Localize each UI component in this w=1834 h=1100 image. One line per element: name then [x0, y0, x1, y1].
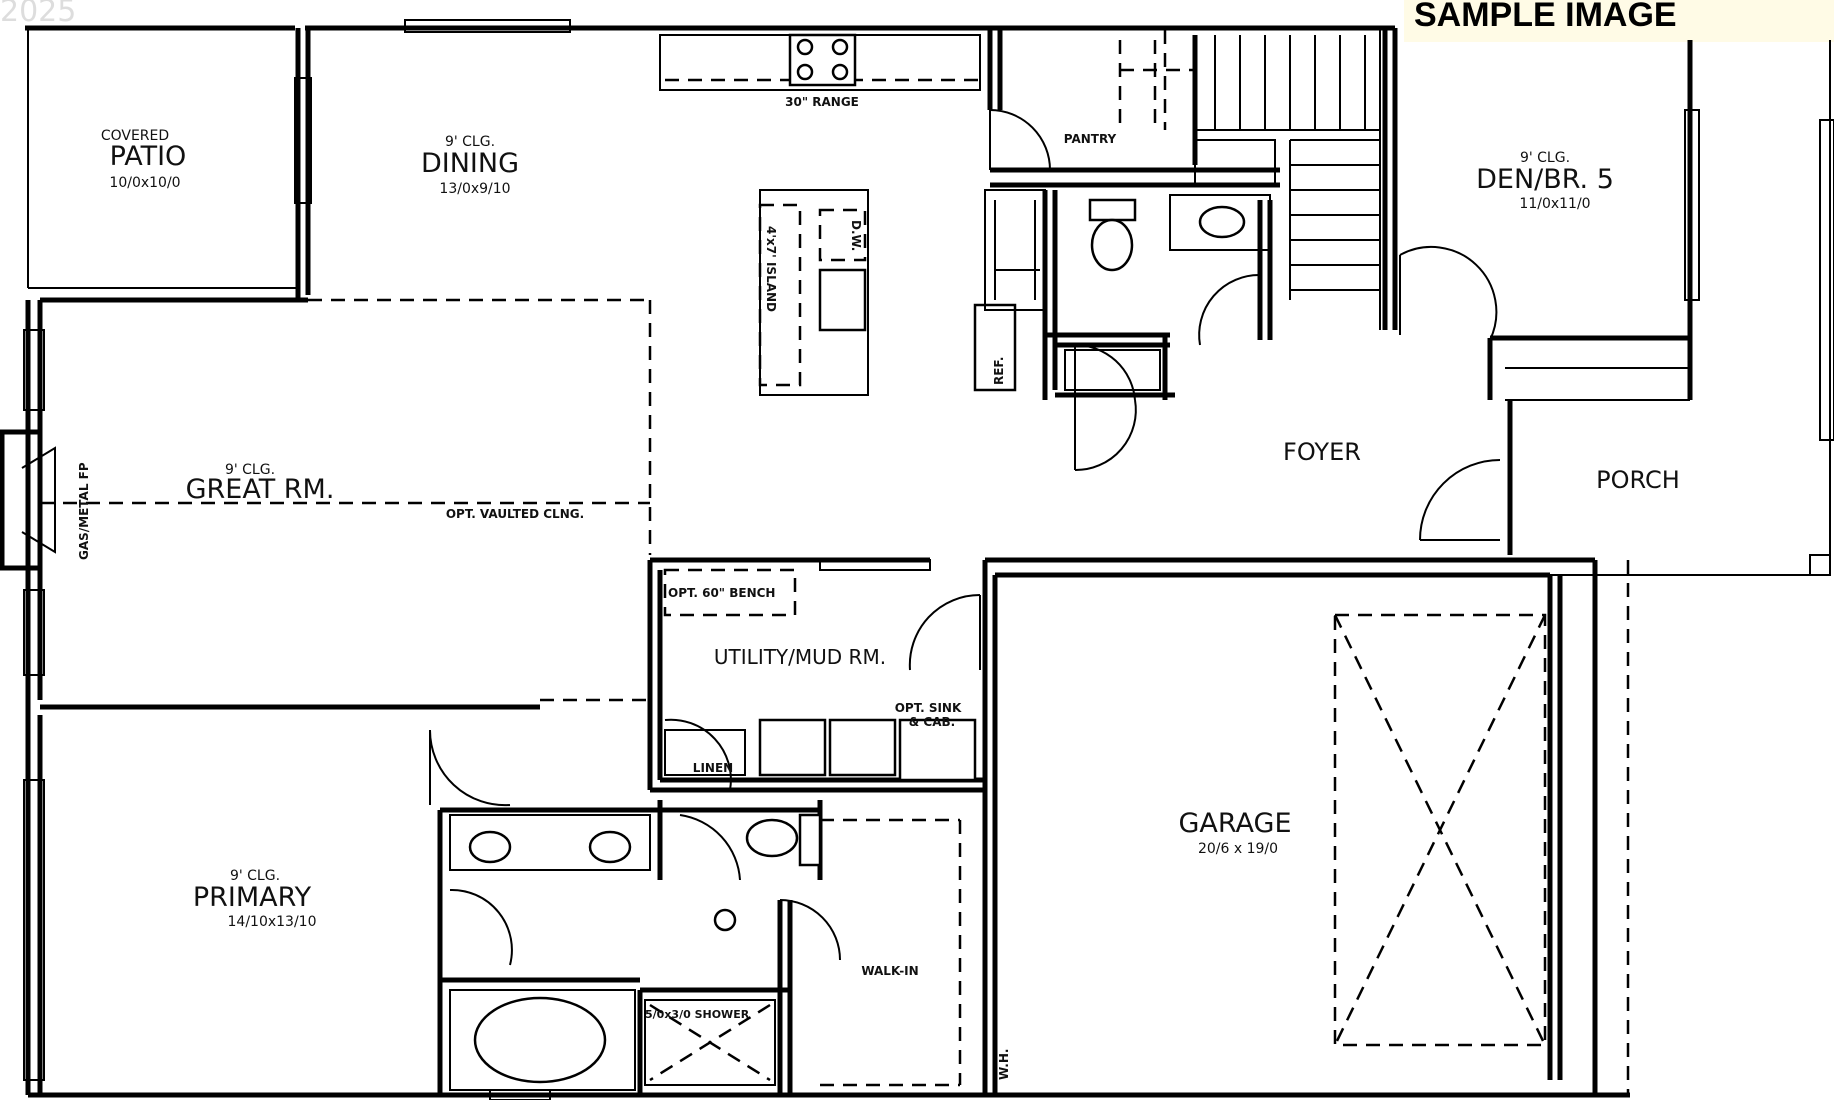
shower-label: 5/0x3/0 SHOWER	[645, 1008, 750, 1021]
refrigerator-icon	[973, 303, 1017, 392]
den-ceiling: 9' CLG.	[1520, 150, 1570, 166]
refrigerator-label: REF.	[992, 357, 1006, 385]
foyer-name: FOYER	[1283, 438, 1361, 466]
utility-name: UTILITY/MUD RM.	[714, 645, 886, 669]
patio-line1: COVERED	[101, 128, 169, 144]
dining-ceiling: 9' CLG.	[445, 134, 495, 150]
bath-fixtures	[449, 194, 1271, 1091]
primary-ceiling: 9' CLG.	[230, 868, 280, 884]
island-outline	[759, 189, 869, 396]
great-room-name: GREAT RM.	[186, 474, 335, 505]
room-labels: COVERED PATIO 10/0x10/0 9' CLG. DINING 1…	[77, 95, 1680, 1080]
walls	[0, 25, 1831, 1098]
linen-label: LINEN	[693, 761, 733, 775]
watermark-year: 2025	[0, 0, 77, 29]
dining-name: DINING	[421, 148, 519, 179]
windows	[23, 19, 1834, 1100]
sample-image-banner: SAMPLE IMAGE	[1404, 0, 1834, 42]
den-dims: 11/0x11/0	[1519, 196, 1590, 212]
garage-name: GARAGE	[1178, 808, 1291, 839]
bath-sink-icon	[1198, 205, 1246, 239]
dishwasher-label: D.W.	[849, 220, 863, 251]
water-heater-label: W.H.	[997, 1049, 1011, 1080]
washer-icon	[758, 718, 827, 777]
dryer-icon	[828, 718, 897, 777]
primary-toilet-icon	[745, 818, 799, 858]
fireplace-label: GAS/METAL FP	[77, 462, 91, 560]
door-swings	[428, 109, 1501, 966]
patio-name: PATIO	[110, 141, 187, 172]
vanity-sink-left-icon	[468, 830, 512, 864]
dashed-lines	[40, 30, 1167, 702]
dining-dims: 13/0x9/10	[439, 181, 510, 197]
primary-name: PRIMARY	[193, 882, 312, 913]
garage-dims: 20/6 x 19/0	[1198, 841, 1278, 857]
pantry-label: PANTRY	[1064, 132, 1117, 146]
vanity-sink-right-icon	[588, 830, 632, 864]
floor-drain-icon	[713, 908, 737, 932]
garage-door-marker	[1333, 613, 1547, 1047]
range-label: 30" RANGE	[785, 95, 859, 109]
bathtub-icon	[473, 996, 607, 1084]
patio-dims: 10/0x10/0	[109, 175, 180, 191]
bench-label: OPT. 60" BENCH	[668, 586, 775, 600]
sink-line1: OPT. SINK	[895, 701, 962, 715]
sink-line2: & CAB.	[909, 715, 955, 729]
den-name: DEN/BR. 5	[1476, 164, 1614, 195]
vaulted-ceiling-note: OPT. VAULTED CLNG.	[446, 507, 584, 521]
kitchen-fixtures	[659, 33, 1046, 396]
island-label: 4'x7' ISLAND	[764, 226, 778, 312]
porch-name: PORCH	[1596, 466, 1680, 494]
walk-in-name: WALK-IN	[861, 964, 918, 978]
utility-sink-icon	[898, 718, 977, 782]
toilet-icon	[1090, 218, 1134, 272]
great-room-ceiling: 9' CLG.	[225, 462, 275, 478]
kitchen-sink-icon	[818, 268, 867, 332]
primary-dims: 14/10x13/10	[228, 914, 317, 930]
